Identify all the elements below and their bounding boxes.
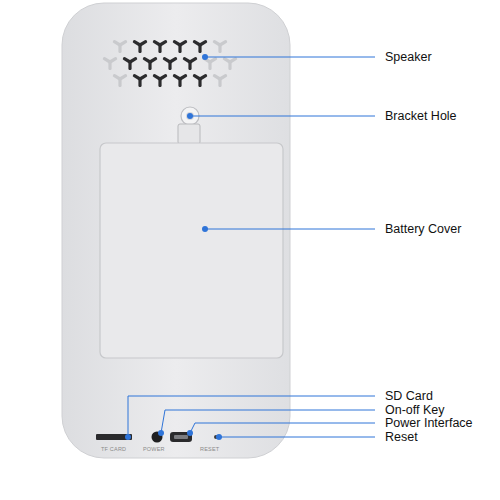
callout-label: Reset bbox=[385, 430, 418, 444]
leader-dots bbox=[125, 54, 222, 440]
bracket-hole-inner bbox=[186, 112, 194, 120]
speaker-grille bbox=[124, 42, 205, 86]
battery-cover bbox=[100, 143, 283, 358]
callout-label: SD Card bbox=[385, 389, 433, 403]
callout-label: Battery Cover bbox=[385, 222, 461, 236]
cover-tab bbox=[178, 124, 200, 144]
port-marking: RESET bbox=[200, 446, 219, 452]
speaker-grille-faint bbox=[104, 42, 235, 86]
callout-label: Speaker bbox=[385, 50, 432, 64]
sd-slot bbox=[96, 434, 132, 440]
port-marking: POWER bbox=[143, 446, 165, 452]
port-marking: TF CARD bbox=[101, 446, 126, 452]
callout-label: Bracket Hole bbox=[385, 109, 457, 123]
leader-lines bbox=[128, 57, 375, 437]
usb-port-inner bbox=[174, 435, 188, 439]
callout-label: On-off Key bbox=[385, 403, 445, 417]
device-housing bbox=[62, 3, 290, 458]
callout-label: Power Interface bbox=[385, 416, 473, 430]
